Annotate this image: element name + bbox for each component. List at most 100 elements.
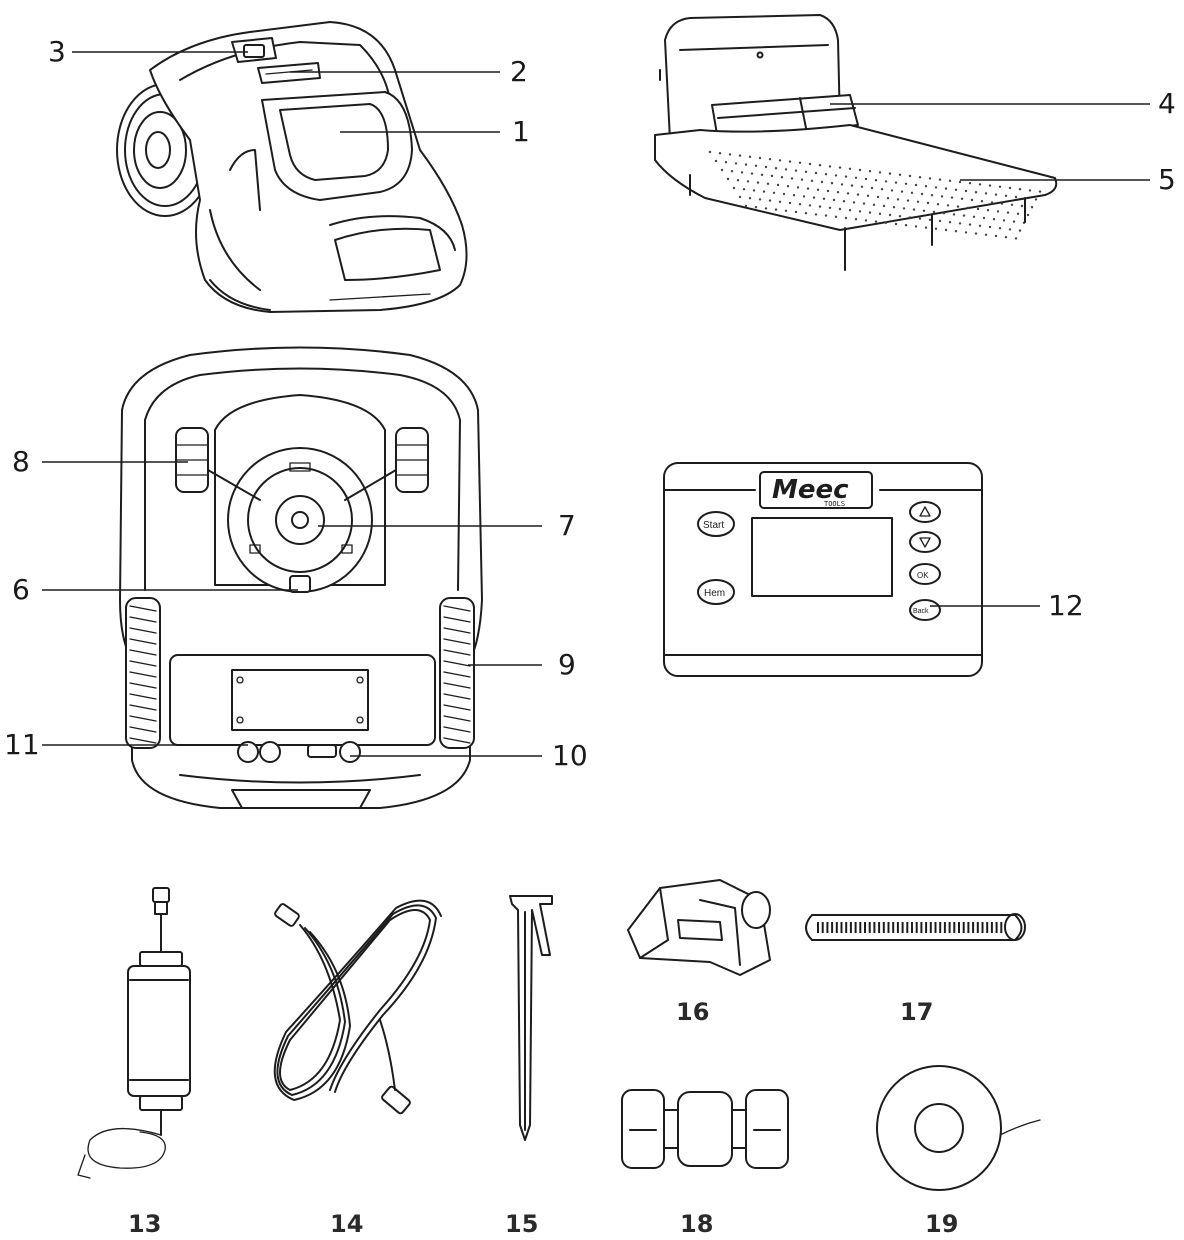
base-plate-dot xyxy=(868,170,872,173)
base-plate-dot xyxy=(808,204,812,207)
base-plate-dot xyxy=(894,222,898,226)
base-plate-dot xyxy=(872,203,876,206)
base-plate-dot xyxy=(1014,237,1018,240)
base-plate-dot xyxy=(758,198,762,201)
base-plate-dot xyxy=(852,201,856,204)
base-plate-dot xyxy=(798,203,802,206)
wheel-tread xyxy=(443,693,471,700)
base-plate-dot xyxy=(870,186,874,190)
power-supply xyxy=(77,887,191,1179)
base-plate-dot xyxy=(918,176,922,179)
mower-top-view xyxy=(116,21,468,313)
base-plate-dot xyxy=(794,210,798,214)
base-plate-dot xyxy=(758,156,762,160)
base-plate-dot xyxy=(864,177,868,181)
base-plate-dot xyxy=(884,221,888,224)
wheel-tread xyxy=(443,737,471,744)
base-plate-dot xyxy=(962,214,966,217)
base-plate-dot xyxy=(782,192,786,196)
base-plate-dot xyxy=(986,209,990,212)
base-plate-dot xyxy=(750,172,754,175)
base-plate-dot xyxy=(934,227,938,230)
base-plate-dot xyxy=(834,174,838,177)
base-plate-dot xyxy=(984,192,988,195)
base-plate-dot xyxy=(868,211,872,214)
base-plate-dot xyxy=(860,185,864,188)
base-plate-dot xyxy=(776,183,780,187)
base-plate-dot xyxy=(914,225,918,228)
base-plate-dot xyxy=(848,167,852,170)
base-plate-dot xyxy=(968,182,972,185)
base-plate-dot xyxy=(810,179,814,182)
base-plate-dot xyxy=(1006,211,1010,214)
base-plate-dot xyxy=(808,162,812,166)
base-plate-dot xyxy=(738,195,742,199)
base-plate-dot xyxy=(948,221,952,224)
base-plate-dot xyxy=(748,155,752,158)
base-plate-dot xyxy=(762,190,766,193)
base-plate-dot xyxy=(1028,189,1032,192)
wheel-tread xyxy=(129,737,157,744)
base-plate-dot xyxy=(1016,212,1020,215)
base-plate-dot xyxy=(826,189,830,193)
callout-19: 19 xyxy=(925,1210,959,1238)
base-plate-dot xyxy=(988,225,992,229)
base-plate-dot xyxy=(888,213,892,217)
base-plate-dot xyxy=(806,187,810,190)
callout-16: 16 xyxy=(676,998,710,1026)
wheel-tread xyxy=(129,671,157,678)
base-plate-dot xyxy=(946,204,950,207)
base-plate-dot xyxy=(832,198,836,202)
base-plate-dot xyxy=(956,205,960,208)
base-plate-dot xyxy=(994,234,998,238)
base-plate-dot xyxy=(876,195,880,199)
base-plate-dot xyxy=(850,184,854,187)
base-plate-dot xyxy=(950,196,954,199)
base-plate-dot xyxy=(764,207,768,210)
base-plate-dot xyxy=(794,169,798,172)
wheel-tread xyxy=(443,671,471,678)
wheel-tread xyxy=(129,627,157,634)
base-plate-dot xyxy=(848,209,852,212)
base-plate-dot xyxy=(1020,204,1024,208)
base-plate-dot xyxy=(830,182,834,185)
base-plate-dot xyxy=(1000,202,1004,205)
wire-peg xyxy=(509,895,553,1141)
wheel-tread xyxy=(129,649,157,656)
callout-18: 18 xyxy=(680,1210,714,1238)
base-plate-dot xyxy=(742,188,746,191)
base-plate-dot xyxy=(958,180,962,184)
base-plate-dot xyxy=(904,182,908,185)
base-plate-dot xyxy=(858,210,862,213)
base-plate-dot xyxy=(740,171,744,174)
base-plate-dot xyxy=(858,168,862,172)
base-plate-dot xyxy=(744,204,748,208)
wheel-tread xyxy=(129,693,157,700)
base-plate-dot xyxy=(998,227,1002,230)
base-plate-dot xyxy=(994,193,998,196)
wheel-tread xyxy=(443,649,471,656)
base-plate-dot xyxy=(718,152,722,155)
base-plate-dot xyxy=(846,192,850,195)
base-plate-dot xyxy=(844,175,848,178)
callout-10: 10 xyxy=(552,739,588,772)
wheel-tread xyxy=(129,638,157,645)
base-plate-dot xyxy=(944,187,948,190)
base-plate-dot xyxy=(894,181,898,184)
base-plate-dot xyxy=(1018,188,1022,191)
base-plate-dot xyxy=(974,232,978,235)
base-plate-dot xyxy=(844,216,848,220)
base-plate-dot xyxy=(922,209,926,212)
base-plate-dot xyxy=(838,207,842,211)
base-plate-dot xyxy=(816,188,820,191)
base-plate-dot xyxy=(732,186,736,190)
base-plate-dot xyxy=(1002,219,1006,222)
wheel-tread xyxy=(443,627,471,634)
base-plate-dot xyxy=(774,208,778,211)
base-plate-dot xyxy=(856,193,860,196)
base-plate-dot xyxy=(926,201,930,205)
base-plate-dot xyxy=(790,177,794,180)
base-plate-dot xyxy=(864,219,868,222)
base-plate-dot xyxy=(772,191,776,194)
